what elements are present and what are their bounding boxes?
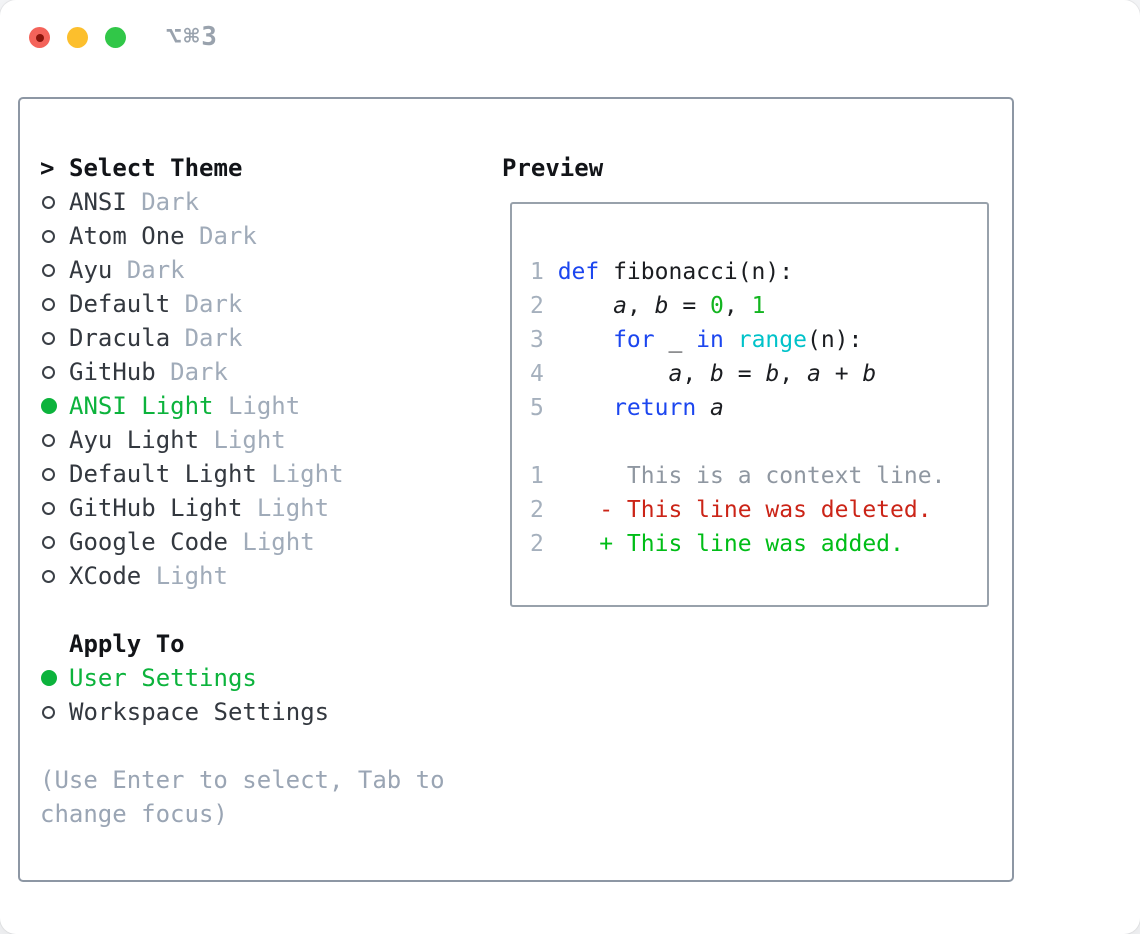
apply-to-header: Apply To — [40, 627, 445, 661]
theme-option-default-light[interactable]: Default Light Light — [40, 457, 445, 491]
diff-line-deleted: 2 - This line was deleted. — [530, 497, 932, 523]
radio-icon — [42, 365, 55, 379]
option-label: GitHub Light — [69, 494, 243, 522]
option-label: Atom One — [69, 222, 185, 250]
line-number: 2 — [530, 293, 544, 319]
theme-variant-label: Dark — [184, 290, 243, 318]
line-number: 3 — [530, 327, 544, 353]
radio-icon — [42, 331, 55, 345]
theme-variant-label: Light — [155, 562, 228, 590]
theme-variant-label: Light — [271, 460, 344, 488]
radio-selected-icon — [41, 670, 57, 686]
theme-option-dracula[interactable]: Dracula Dark — [40, 321, 445, 355]
radio-icon — [42, 229, 55, 243]
theme-variant-label: Dark — [184, 324, 243, 352]
line-number: 5 — [530, 395, 544, 421]
theme-variant-label: Light — [213, 426, 286, 454]
diff-snippet: 1 This is a context line. 2 - This line w… — [530, 459, 987, 561]
theme-variant-label: Light — [242, 528, 315, 556]
option-label: ANSI — [69, 188, 127, 216]
spacer-row — [40, 593, 445, 627]
line-number: 1 — [530, 259, 544, 285]
window-controls — [29, 27, 126, 48]
radio-icon — [42, 195, 55, 209]
theme-option-ayu-light[interactable]: Ayu Light Light — [40, 423, 445, 457]
radio-icon — [42, 263, 55, 277]
theme-variant-label: Dark — [199, 222, 257, 250]
option-label: Workspace Settings — [69, 698, 330, 726]
select-theme-header: > Select Theme — [40, 151, 445, 185]
theme-variant-label: Light — [256, 494, 330, 522]
spacer-row — [40, 729, 445, 763]
minimize-button[interactable] — [67, 27, 88, 48]
radio-icon — [42, 467, 55, 481]
hint-text: (Use Enter to select, Tab to — [40, 766, 445, 794]
focus-caret-icon: > — [40, 154, 55, 182]
diff-line-added: 2 + This line was added. — [530, 531, 904, 557]
radio-icon — [42, 535, 55, 549]
hint-text: change focus) — [40, 800, 228, 828]
theme-option-google-code[interactable]: Google Code Light — [40, 525, 445, 559]
theme-variant-label: Dark — [141, 188, 200, 216]
line-number: 1 — [530, 463, 544, 489]
line-number: 2 — [530, 497, 544, 523]
line-number: 4 — [530, 361, 544, 387]
preview-title: Preview — [502, 154, 604, 182]
theme-option-github[interactable]: GitHub Dark — [40, 355, 445, 389]
option-label: Google Code — [69, 528, 228, 556]
option-label: Dracula — [69, 324, 171, 352]
theme-option-ayu[interactable]: Ayu Dark — [40, 253, 445, 287]
line-number: 2 — [530, 531, 544, 557]
theme-option-ansi[interactable]: ANSI Dark — [40, 185, 445, 219]
diff-line-context: 1 This is a context line. — [530, 463, 946, 489]
radio-icon — [42, 705, 55, 719]
theme-option-default[interactable]: Default Dark — [40, 287, 445, 321]
spacer-row — [530, 425, 987, 459]
keyboard-shortcut-label: ⌥⌘3 — [166, 22, 219, 52]
option-label: GitHub — [69, 358, 156, 386]
radio-icon — [42, 433, 55, 447]
code-line: 3 for _ in range(n): — [530, 327, 863, 353]
theme-variant-label: Dark — [126, 256, 185, 284]
option-label: User Settings — [69, 664, 257, 692]
apply-to-title: Apply To — [69, 630, 185, 658]
option-label: ANSI Light — [69, 392, 214, 420]
theme-variant-label: Dark — [170, 358, 228, 386]
apply-option-user-settings[interactable]: User Settings — [40, 661, 445, 695]
titlebar: ⌥⌘3 — [0, 0, 1140, 75]
apply-option-workspace-settings[interactable]: Workspace Settings — [40, 695, 445, 729]
option-label: Default — [69, 290, 171, 318]
theme-option-github-light[interactable]: GitHub Light Light — [40, 491, 445, 525]
radio-icon — [42, 569, 55, 583]
radio-icon — [42, 297, 55, 311]
code-line: 2 a, b = 0, 1 — [530, 293, 766, 319]
zoom-button[interactable] — [105, 27, 126, 48]
code-line: 4 a, b = b, a + b — [530, 361, 877, 387]
theme-option-xcode[interactable]: XCode Light — [40, 559, 445, 593]
theme-option-ansi-light[interactable]: ANSI Light Light — [40, 389, 445, 423]
code-line: 5 return a — [530, 395, 724, 421]
option-label: Default Light — [69, 460, 257, 488]
option-label: Ayu — [69, 256, 113, 284]
option-label: Ayu Light — [69, 426, 200, 454]
theme-variant-label: Light — [227, 392, 301, 420]
option-label: XCode — [69, 562, 142, 590]
close-button[interactable] — [29, 27, 50, 48]
radio-selected-icon — [41, 398, 57, 414]
theme-option-atom-one[interactable]: Atom One Dark — [40, 219, 445, 253]
select-theme-title: Select Theme — [69, 154, 243, 182]
radio-icon — [42, 501, 55, 515]
